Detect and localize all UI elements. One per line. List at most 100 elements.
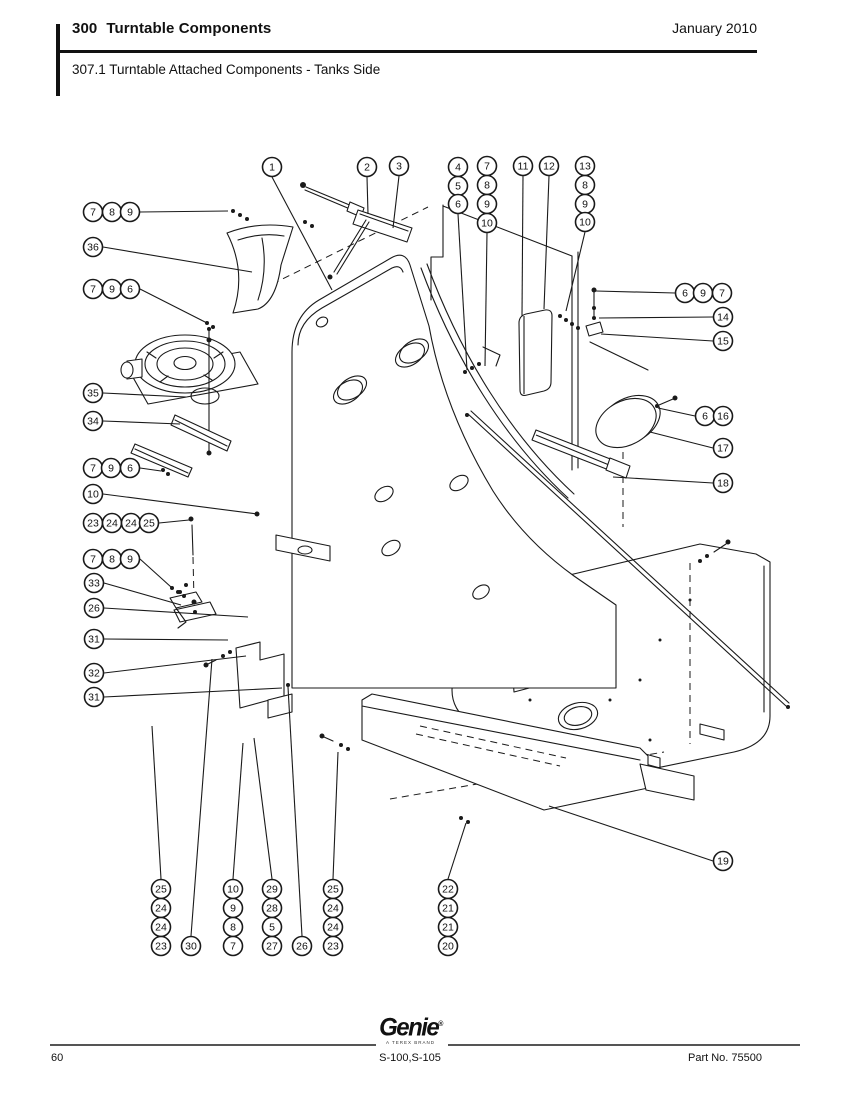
svg-text:9: 9	[582, 199, 588, 211]
svg-text:35: 35	[87, 388, 99, 400]
svg-text:7: 7	[719, 288, 725, 300]
svg-text:23: 23	[155, 941, 167, 953]
terex-brand-text: A TEREX BRAND	[386, 1040, 435, 1045]
leader-line	[103, 655, 247, 674]
svg-text:12: 12	[543, 161, 555, 173]
callout-17: 17	[712, 437, 734, 459]
callout-27: 27	[261, 935, 283, 957]
leader-line	[548, 805, 714, 862]
svg-text:7: 7	[230, 941, 236, 953]
registered-mark: ®	[438, 1020, 443, 1028]
callout-9: 9	[119, 201, 141, 223]
svg-text:14: 14	[717, 312, 729, 324]
svg-text:1: 1	[269, 162, 275, 174]
callout-25: 25	[322, 878, 344, 900]
leader-line	[190, 658, 213, 937]
callout-26: 26	[83, 597, 105, 619]
svg-text:11: 11	[518, 161, 529, 173]
svg-text:9: 9	[109, 284, 115, 296]
tie-rod	[465, 410, 790, 709]
leader-line	[521, 175, 524, 317]
callout-24: 24	[322, 897, 344, 919]
svg-text:31: 31	[88, 692, 100, 704]
svg-text:26: 26	[88, 603, 100, 615]
svg-text:8: 8	[109, 207, 115, 219]
svg-text:8: 8	[484, 180, 490, 192]
callout-9: 9	[476, 193, 498, 215]
svg-text:32: 32	[88, 668, 100, 680]
svg-text:30: 30	[185, 941, 197, 953]
footer-page-number: 60	[51, 1052, 64, 1064]
oval-tank	[595, 394, 678, 449]
leader-line	[332, 751, 339, 880]
hydraulic-hoses	[420, 263, 575, 499]
cover-panel	[226, 224, 294, 314]
svg-text:6: 6	[455, 199, 461, 211]
svg-text:24: 24	[106, 518, 118, 530]
svg-text:5: 5	[455, 181, 461, 193]
callout-28: 28	[261, 897, 283, 919]
leader-line	[151, 725, 162, 880]
callout-6: 6	[674, 282, 696, 304]
leader-line	[102, 246, 253, 273]
leader-line	[102, 493, 258, 515]
svg-text:23: 23	[327, 941, 339, 953]
leader-line	[103, 582, 182, 606]
callout-10: 10	[476, 212, 498, 234]
svg-text:7: 7	[90, 554, 96, 566]
svg-text:15: 15	[717, 336, 729, 348]
leader-lines	[102, 175, 714, 937]
leader-line	[457, 213, 468, 371]
leader-line	[103, 638, 229, 641]
header-accent-bar	[56, 24, 60, 96]
callout-7: 7	[222, 935, 244, 957]
callout-7: 7	[476, 155, 498, 177]
right-fastener-group	[463, 287, 604, 374]
leader-line	[595, 290, 676, 294]
leader-line	[253, 737, 273, 880]
callout-25: 25	[138, 512, 160, 534]
callout-5: 5	[261, 916, 283, 938]
callout-32: 32	[83, 662, 105, 684]
callout-7: 7	[82, 201, 104, 223]
leader-line	[484, 232, 488, 367]
callout-6: 6	[447, 193, 469, 215]
svg-text:24: 24	[125, 518, 137, 530]
svg-text:8: 8	[582, 180, 588, 192]
svg-text:6: 6	[682, 288, 688, 300]
svg-text:9: 9	[108, 463, 114, 475]
callout-10: 10	[574, 211, 596, 233]
svg-text:6: 6	[702, 411, 708, 423]
callout-7: 7	[82, 278, 104, 300]
bottom-cover	[319, 693, 695, 824]
svg-text:25: 25	[327, 884, 339, 896]
leader-line	[139, 210, 229, 213]
leader-line	[287, 686, 303, 937]
svg-text:21: 21	[442, 903, 454, 915]
svg-text:33: 33	[88, 578, 100, 590]
callout-9: 9	[222, 897, 244, 919]
callout-10: 10	[82, 483, 104, 505]
leader-line	[366, 176, 369, 215]
header-date: January 2010	[672, 20, 757, 36]
leader-line	[612, 476, 714, 484]
callout-8: 8	[574, 174, 596, 196]
callout-26: 26	[291, 935, 313, 957]
svg-text:7: 7	[484, 161, 490, 173]
svg-text:9: 9	[484, 199, 490, 211]
svg-text:18: 18	[717, 478, 729, 490]
callout-11: 11	[512, 155, 534, 177]
callout-24: 24	[322, 916, 344, 938]
callout-21: 21	[437, 916, 459, 938]
callout-24: 24	[120, 512, 142, 534]
leader-line	[392, 175, 400, 229]
svg-text:24: 24	[327, 903, 339, 915]
callout-22: 22	[437, 878, 459, 900]
svg-text:2: 2	[364, 162, 370, 174]
svg-text:28: 28	[266, 903, 278, 915]
callout-30: 30	[180, 935, 202, 957]
figure-subtitle: 307.1 Turntable Attached Components - Ta…	[72, 62, 381, 77]
svg-text:5: 5	[269, 922, 275, 934]
